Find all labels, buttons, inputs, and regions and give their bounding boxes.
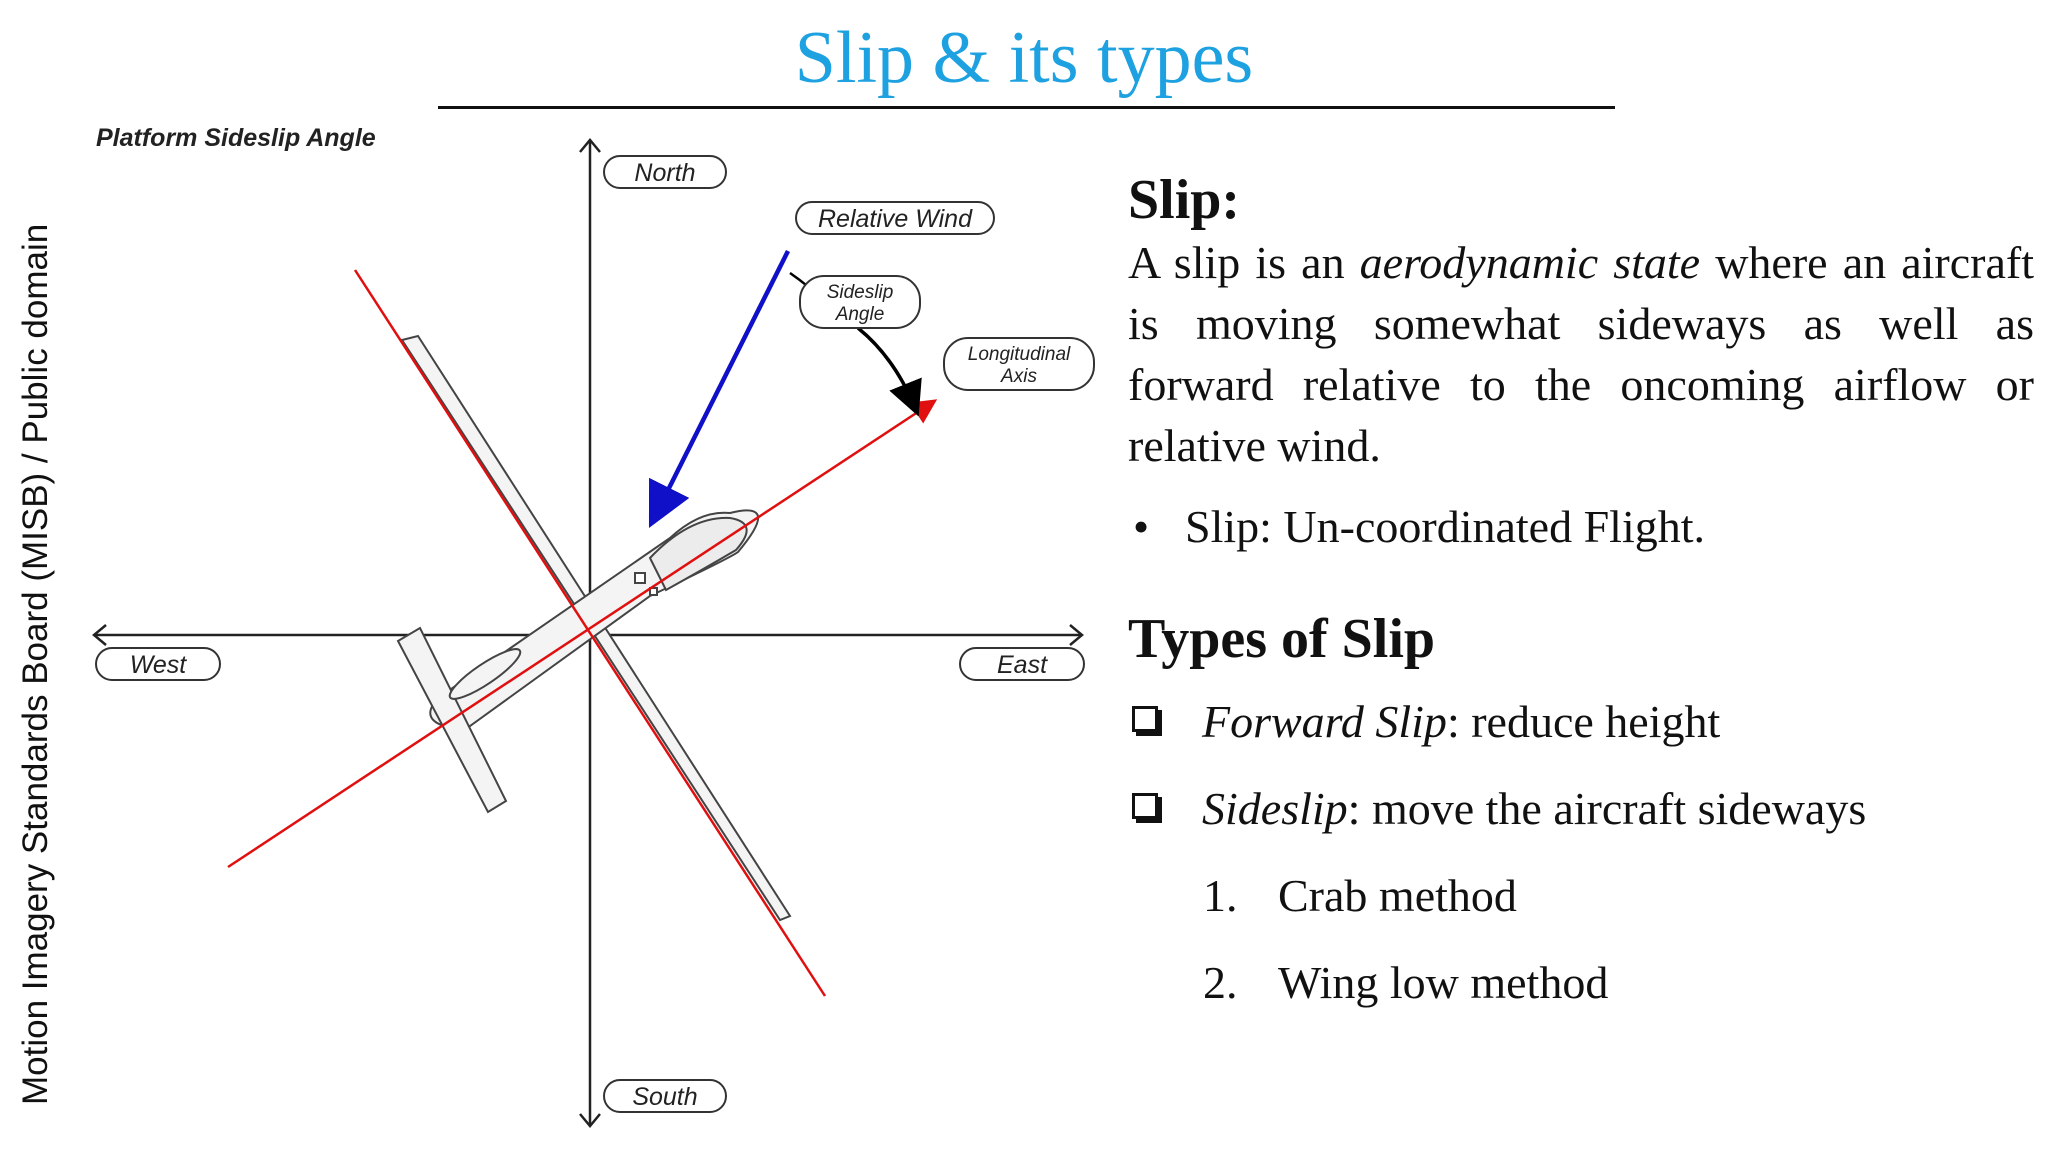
label-north: North [603, 155, 727, 189]
type-name: Forward Slip [1202, 696, 1447, 747]
method-wing-low: 2. Wing low method [1128, 952, 2034, 1013]
method-text: Crab method [1278, 870, 1517, 921]
types-heading: Types of Slip [1128, 608, 1436, 670]
slip-heading: Slip: [1128, 169, 1241, 231]
definition-part2: where an aircraft is moving somewhat sid… [1128, 237, 2034, 471]
definition-emphasis: aerodynamic state [1359, 237, 1701, 288]
method-text: Wing low method [1278, 957, 1609, 1008]
svg-text:Relative Wind: Relative Wind [818, 205, 973, 233]
diagram-heading: Platform Sideslip Angle [96, 124, 376, 152]
svg-text:Sideslip: Sideslip [827, 282, 894, 303]
bullet-dot: • [1133, 501, 1150, 552]
svg-text:Longitudinal: Longitudinal [968, 344, 1071, 365]
label-longitudinal-axis: Longitudinal Axis [943, 337, 1095, 391]
svg-text:South: South [632, 1083, 697, 1111]
svg-text:North: North [634, 159, 695, 187]
checkbox-bullet-icon [1132, 793, 1158, 819]
slip-definition: A slip is an aerodynamic state where an … [1128, 232, 2034, 476]
svg-text:Axis: Axis [1000, 366, 1037, 387]
svg-text:West: West [130, 651, 188, 679]
definition-part1: A slip is an [1128, 237, 1360, 288]
label-west: West [95, 647, 221, 681]
bullet-text: Slip: Un-coordinated Flight. [1185, 501, 1706, 552]
checkbox-bullet-icon [1132, 706, 1158, 732]
label-sideslip-angle: Sideslip Angle [799, 275, 921, 329]
aircraft-icon [396, 334, 792, 922]
label-south: South [603, 1079, 727, 1113]
relative-wind-arrow [648, 249, 791, 529]
sideslip-diagram: Platform Sideslip Angle [90, 118, 1100, 1148]
wing-axis-line [353, 269, 827, 997]
slide-title: Slip & its types [794, 17, 1254, 99]
sideslip-diagram-svg: Platform Sideslip Angle [92, 124, 1095, 1128]
method-number: 2. [1203, 957, 1238, 1008]
type-desc: : reduce height [1446, 696, 1721, 747]
image-credit: Motion Imagery Standards Board (MISB) / … [16, 223, 55, 1105]
label-relative-wind: Relative Wind [795, 201, 995, 235]
label-east: East [959, 647, 1085, 681]
type-desc: : move the aircraft sideways [1347, 783, 1867, 834]
longitudinal-axis-arrow [227, 399, 938, 869]
slip-bullet: • Slip: Un-coordinated Flight. [1128, 496, 2034, 557]
type-sideslip: Sideslip: move the aircraft sideways [1128, 778, 2034, 839]
sideslip-angle-arrow-tail [856, 326, 922, 417]
type-name: Sideslip [1202, 783, 1348, 834]
title-underline [438, 106, 1615, 109]
method-number: 1. [1203, 870, 1238, 921]
slide-content: Slip: A slip is an aerodynamic state whe… [1128, 168, 2034, 1013]
type-forward-slip: Forward Slip: reduce height [1128, 691, 2034, 752]
svg-text:East: East [997, 651, 1048, 679]
method-crab: 1. Crab method [1128, 865, 2034, 926]
svg-text:Angle: Angle [835, 304, 885, 325]
